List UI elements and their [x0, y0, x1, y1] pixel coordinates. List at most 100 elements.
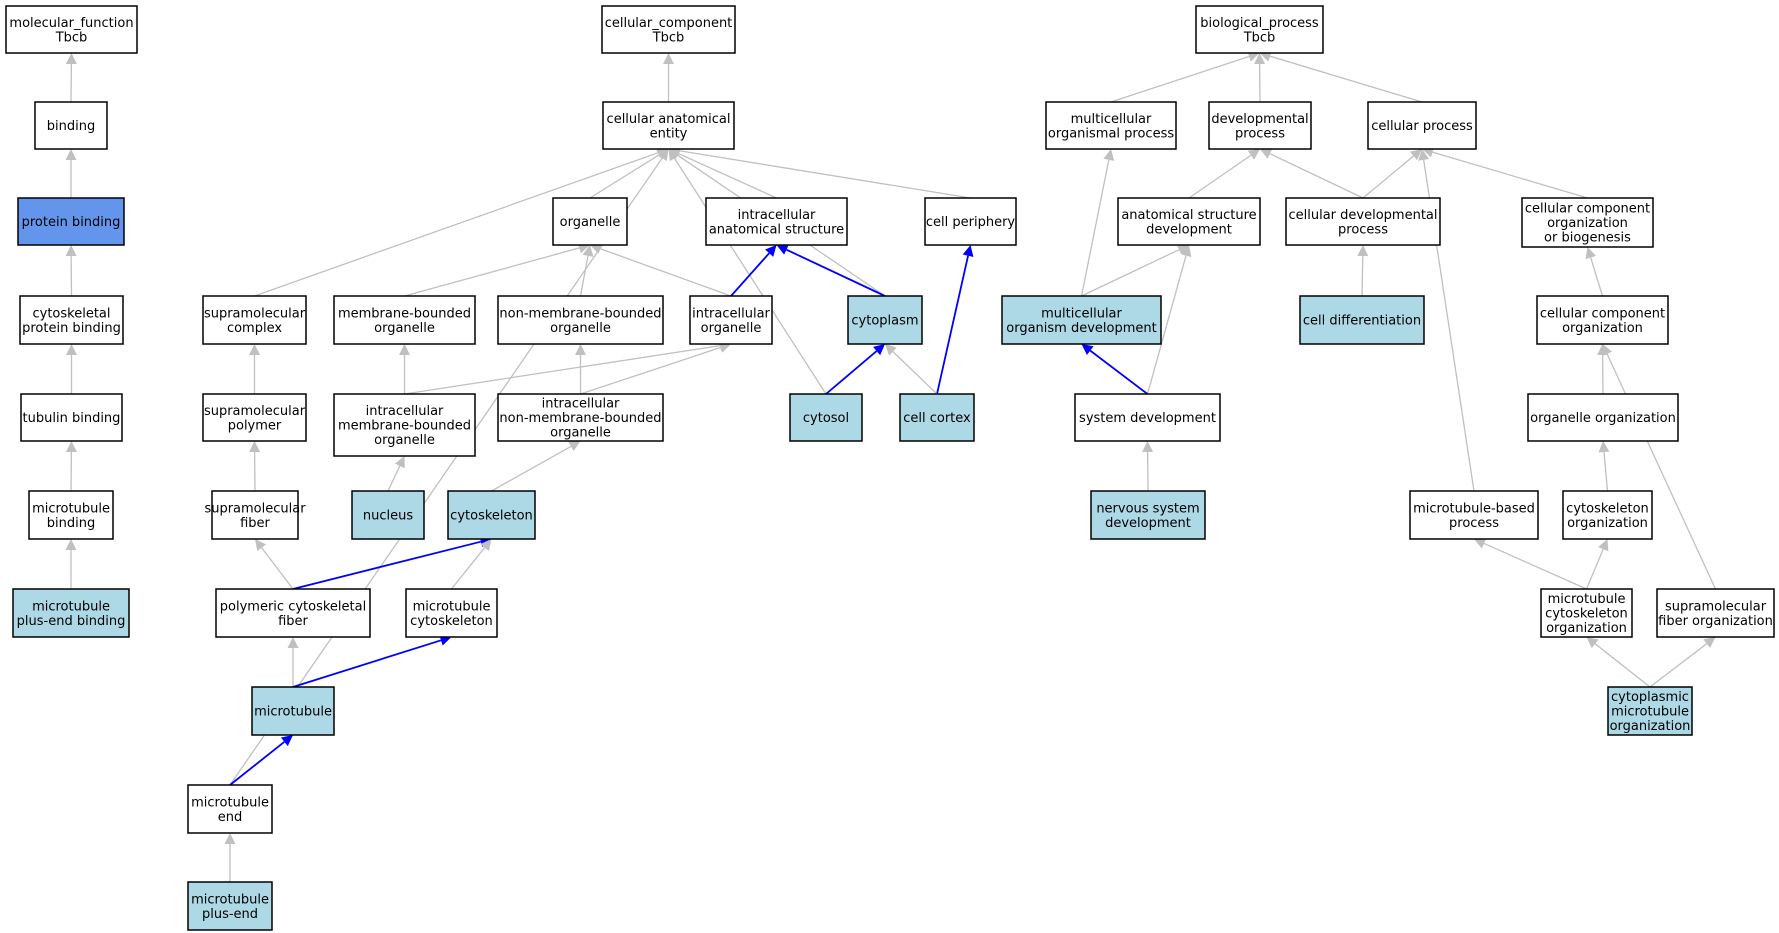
- node-label-cco-line-1: organization: [1562, 321, 1643, 336]
- node-label-smcomplex-line-1: complex: [227, 321, 282, 336]
- node-mt[interactable]: microtubule: [251, 686, 335, 736]
- node-label-cytoorg-line-1: organization: [1567, 516, 1648, 531]
- node-binding[interactable]: binding: [34, 101, 108, 150]
- node-cortex[interactable]: cell cortex: [899, 393, 975, 442]
- arrowhead-inmbo-to-io: [718, 342, 731, 353]
- node-box-mtbp: [1409, 490, 1539, 540]
- edge-cortex-to-cytoplasm: [892, 351, 938, 395]
- node-label-cellproc-line-0: cellular process: [1371, 119, 1473, 134]
- node-label-mop-line-1: organismal process: [1048, 126, 1174, 141]
- edge-sysdev-to-mod: [1089, 349, 1149, 395]
- arrowhead-inmbo-to-nmbo: [575, 344, 586, 355]
- node-box-cae: [602, 101, 735, 150]
- node-box-devproc: [1208, 101, 1312, 150]
- node-label-mtco-line-2: organization: [1546, 621, 1627, 636]
- node-periph[interactable]: cell periphery: [924, 197, 1017, 246]
- node-organelle[interactable]: organelle: [552, 197, 628, 246]
- node-inmbo[interactable]: intracellularnon-membrane-boundedorganel…: [497, 393, 664, 442]
- node-label-binding-line-0: binding: [47, 119, 95, 134]
- node-label-cdp-line-1: process: [1338, 222, 1388, 237]
- arrowhead-sysdev-to-mod: [1081, 344, 1094, 356]
- arrowhead-io-to-ias: [765, 245, 777, 257]
- node-box-cytoprotbind: [19, 295, 124, 345]
- arrowhead-protbind-to-binding: [65, 149, 77, 160]
- arrowhead-smfiber-to-smpolymer: [249, 441, 261, 453]
- arrowhead-mtend-to-mt: [280, 735, 293, 747]
- node-label-asd-line-0: anatomical structure: [1121, 208, 1256, 223]
- arrowhead-cdp-to-cellproc: [1410, 149, 1422, 161]
- node-box-sysdev: [1074, 393, 1221, 442]
- node-tubbind[interactable]: tubulin binding: [20, 393, 123, 442]
- node-label-celldiff-line-0: cell differentiation: [1303, 314, 1421, 329]
- arrowhead-imbo-to-mbo: [399, 344, 410, 355]
- node-cytoplasm[interactable]: cytoplasm: [847, 295, 923, 345]
- edge-nmbo-to-organelle: [579, 255, 589, 297]
- edge-ias-to-cae: [678, 152, 777, 199]
- edge-cortex-to-periph: [936, 255, 969, 395]
- edge-cytoorg-to-orgorg: [1603, 451, 1609, 492]
- node-label-devproc-line-0: developmental: [1211, 112, 1308, 127]
- node-label-cae-line-0: cellular anatomical: [607, 112, 731, 127]
- node-label-mtco-line-0: microtubule: [1548, 592, 1626, 607]
- node-protbind[interactable]: protein binding: [17, 197, 125, 246]
- edge-mtend-to-cae: [229, 157, 663, 786]
- edge-mop-to-bp: [1110, 55, 1250, 103]
- node-label-smfo-line-1: fiber organization: [1658, 614, 1773, 629]
- node-nucleus[interactable]: nucleus: [351, 490, 425, 540]
- edge-mtcyto-to-cytoskel: [450, 547, 486, 590]
- node-box-mtend: [187, 784, 273, 834]
- edge-mod-to-asd: [1081, 249, 1180, 297]
- edge-cdp-to-devproc: [1269, 153, 1364, 199]
- edge-nucleus-to-imbo: [387, 465, 401, 492]
- node-label-pcf-line-0: polymeric cytoskeletal: [220, 599, 366, 614]
- node-label-mtend-line-0: microtubule: [191, 795, 269, 810]
- node-orgorg[interactable]: organelle organization: [1527, 393, 1679, 442]
- node-label-cytoprotbind-line-1: protein binding: [22, 321, 121, 336]
- node-cytoskel[interactable]: cytoskeleton: [447, 490, 536, 540]
- node-label-protbind-line-0: protein binding: [22, 215, 121, 230]
- node-cytosol[interactable]: cytosol: [789, 393, 863, 442]
- node-sysdev[interactable]: system development: [1074, 393, 1221, 442]
- edge-celldiff-to-cdp: [1361, 255, 1364, 297]
- arrowhead-nsd-to-sysdev: [1142, 441, 1154, 453]
- arrowhead-cae-to-cc: [663, 53, 674, 64]
- node-box-mf: [5, 5, 138, 54]
- edge-periph-to-cae: [679, 150, 971, 199]
- node-celldiff[interactable]: cell differentiation: [1299, 295, 1425, 345]
- arrowhead-devproc-to-bp: [1254, 53, 1266, 65]
- node-label-mtend-line-1: end: [218, 810, 243, 825]
- node-cellproc[interactable]: cellular process: [1367, 101, 1477, 150]
